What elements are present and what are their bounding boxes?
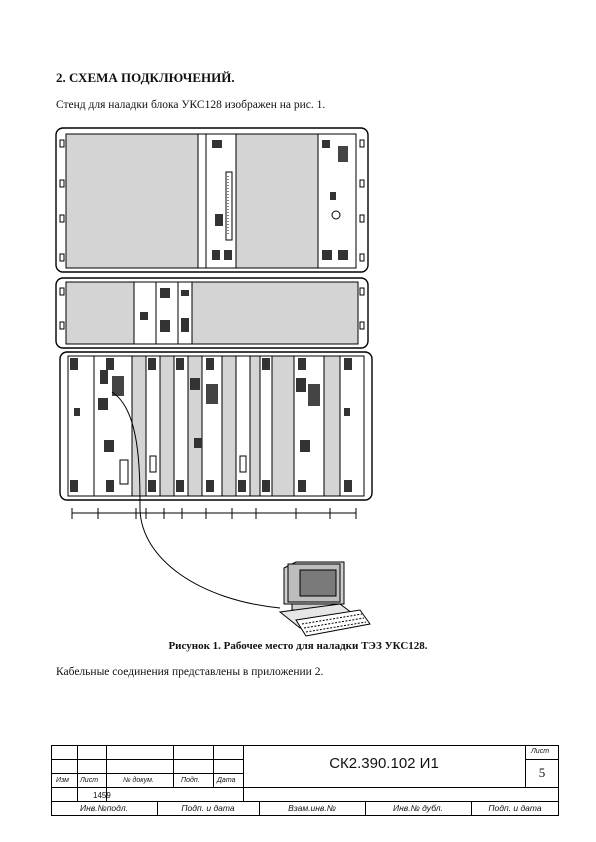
change-label-izm: Изм [56,777,69,784]
change-label-list: Лист [80,777,99,784]
label-sign-date-2: Подп. и дата [488,803,542,813]
intro-paragraph: Стенд для наладки блока УКС128 изображен… [56,99,326,111]
top-crate [55,127,369,273]
title-block: Изм Лист № докум. Подп. Дата СК2.390.102… [51,745,559,816]
inventory-number: 1459 [93,791,111,800]
sheet-number: 5 [538,765,546,780]
change-label-date: Дата [217,777,236,784]
label-inv-dup: Инв.№ дубл. [393,803,443,813]
outro-paragraph: Кабельные соединения представлены в прил… [56,666,324,678]
slot-ruler [71,508,357,519]
label-sign-date-1: Подп. и дата [181,803,235,813]
section-heading: 2. СХЕМА ПОДКЛЮЧЕНИЙ. [56,70,235,85]
change-label-sign: Подп. [181,777,200,784]
label-inv-orig: Инв.№подл. [79,803,129,813]
middle-crate [55,277,369,349]
bottom-crate [59,351,373,501]
test-bench-figure [55,127,373,637]
document-code: СК2.390.102 И1 [329,755,439,772]
computer-workstation [278,561,371,637]
connection-cable [111,391,281,609]
figure-caption: Рисунок 1. Рабочее место для наладки ТЭЗ… [168,640,428,652]
label-replace-inv: Взам.инв.№ [288,803,336,813]
change-label-doc: № докум. [123,777,154,784]
sheet-label: Лист [531,748,550,755]
